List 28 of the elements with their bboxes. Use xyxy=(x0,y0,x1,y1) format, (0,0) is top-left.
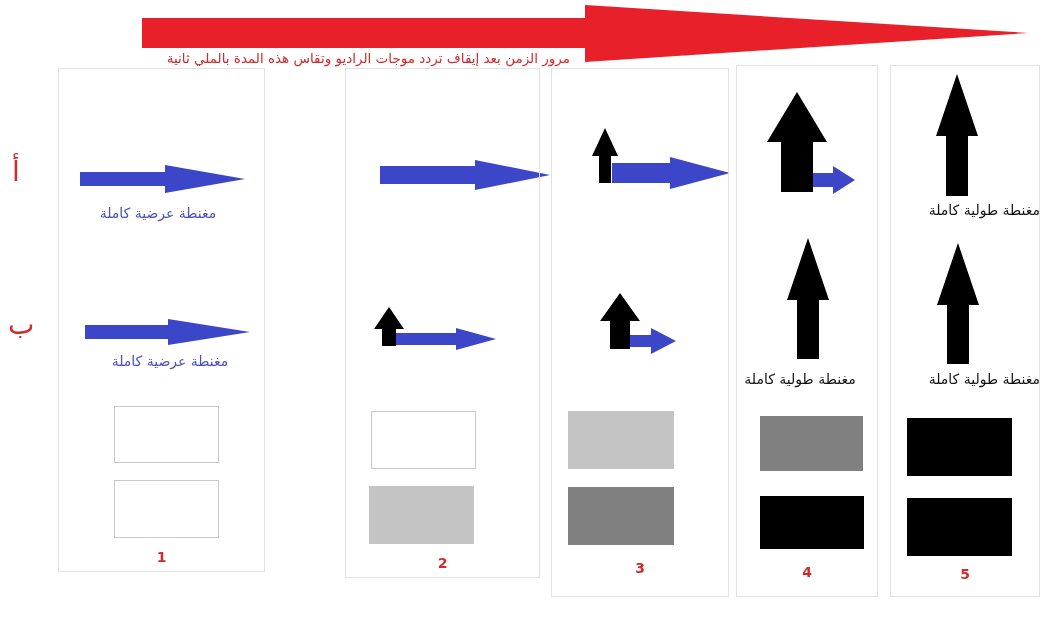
stage-panel xyxy=(345,68,540,578)
magnetization-label: مغنطة طولية كاملة xyxy=(928,371,1040,388)
signal-intensity-box xyxy=(568,487,674,545)
stage-number: 2 xyxy=(436,555,449,571)
signal-intensity-box xyxy=(760,416,863,471)
row-letter: ب xyxy=(8,308,35,342)
signal-intensity-box xyxy=(369,486,474,544)
magnetization-label: مغنطة عرضية كاملة xyxy=(111,353,229,370)
signal-intensity-box xyxy=(371,411,476,469)
signal-intensity-box xyxy=(568,411,674,469)
signal-intensity-box xyxy=(760,496,864,549)
stage-panel xyxy=(58,68,265,572)
magnetization-label: مغنطة طولية كاملة xyxy=(744,371,856,388)
stage-panel xyxy=(551,68,729,597)
signal-intensity-box xyxy=(907,418,1012,476)
magnetization-label: مغنطة طولية كاملة xyxy=(928,202,1040,219)
stage-number: 3 xyxy=(634,560,646,576)
row-letter: أ xyxy=(12,155,20,189)
stage-panel xyxy=(890,65,1040,597)
signal-intensity-box xyxy=(907,498,1012,556)
magnetization-label: مغنطة عرضية كاملة xyxy=(99,205,217,222)
stage-number: 4 xyxy=(801,564,813,580)
signal-intensity-box xyxy=(114,480,219,538)
stage-number: 5 xyxy=(959,566,971,582)
signal-intensity-box xyxy=(114,406,219,463)
stage-number: 1 xyxy=(155,549,168,565)
title: مرور الزمن بعد إيقاف تردد موجات الراديو وتقاس هذه المدة بالملي ثانية xyxy=(165,50,570,66)
stage-panel xyxy=(736,65,878,597)
